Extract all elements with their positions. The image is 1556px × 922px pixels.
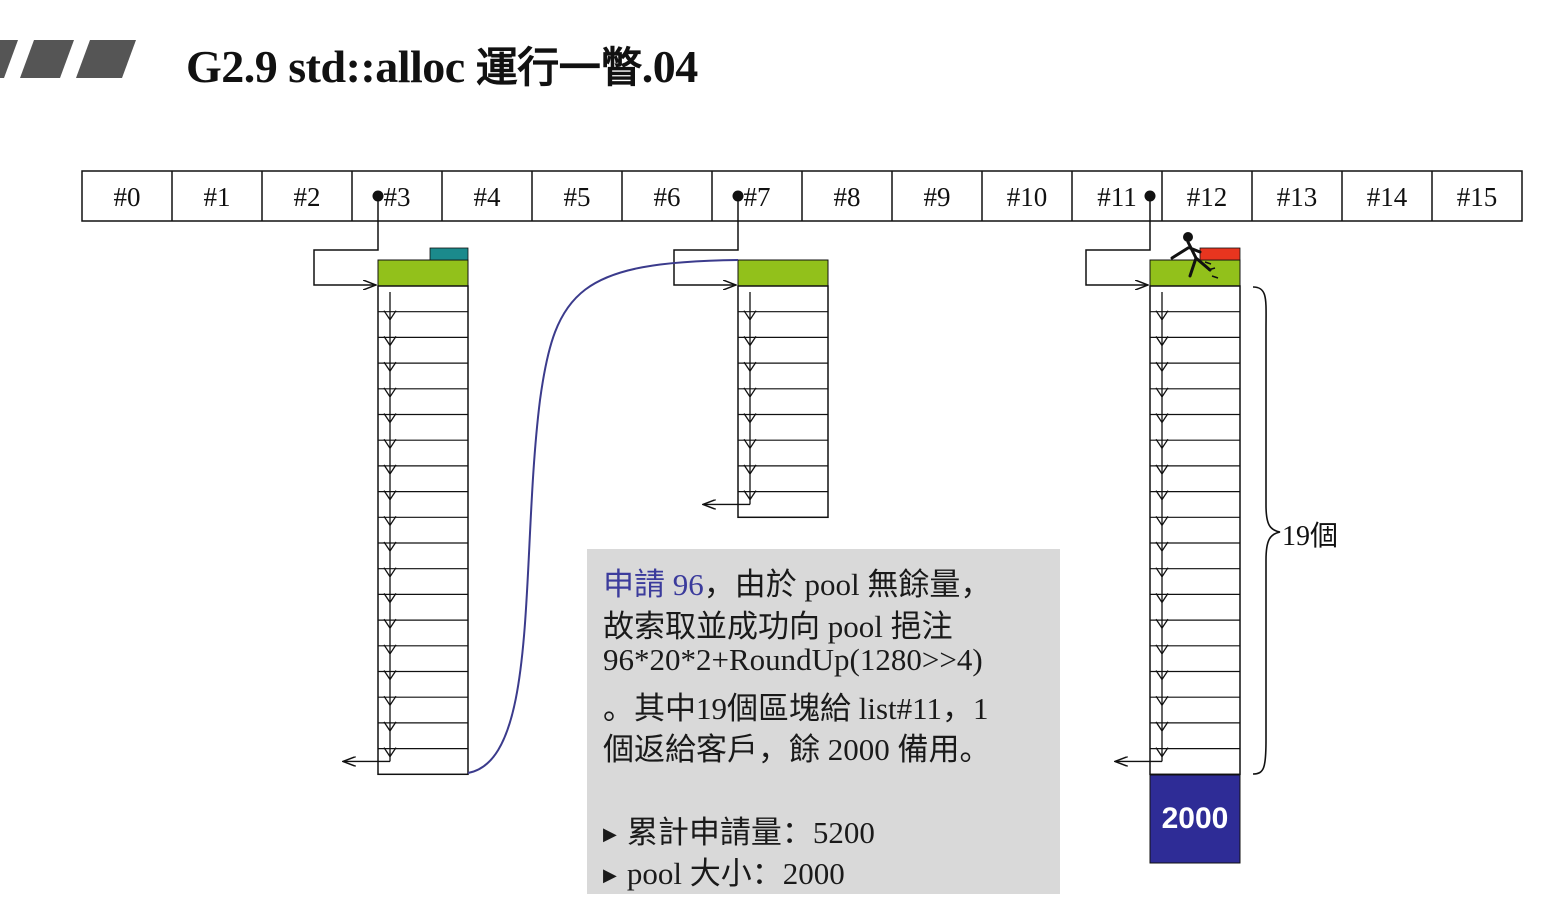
free-list-slot-9: #9 xyxy=(924,182,951,212)
title-cjk: 運行一瞥 xyxy=(475,43,643,92)
free-list-slot-10: #10 xyxy=(1007,182,1048,212)
free-list-slot-0: #0 xyxy=(114,182,141,212)
slot-pointer-link xyxy=(1085,196,1151,285)
chunk-body xyxy=(737,285,829,519)
page-title: G2.9 std::alloc 運行一瞥.04 xyxy=(186,34,698,95)
note-line-3: 96*20*2+RoundUp(1280>>4) xyxy=(603,642,983,677)
chunk-body xyxy=(377,285,469,776)
slot-pointer-link xyxy=(673,196,739,285)
free-list-slot-4: #4 xyxy=(474,182,502,212)
note-line-1-rest: ，由於 pool 無餘量， xyxy=(703,567,992,602)
title-prefix: G2.9 std::alloc xyxy=(186,41,476,92)
chunk-link-curve xyxy=(467,259,739,774)
pool-block-rect xyxy=(1149,774,1241,864)
chunk-head-block xyxy=(737,259,829,287)
free-list-slot-6: #6 xyxy=(654,182,681,212)
red-tag-block xyxy=(1199,247,1241,261)
chunk-head-block xyxy=(377,259,469,287)
free-list-slot-5: #5 xyxy=(564,182,591,212)
slot-pointer-link xyxy=(313,196,379,285)
note-stat-total-requested: ▶ 累計申請量：5200 xyxy=(603,807,875,852)
free-list-slot-14: #14 xyxy=(1367,182,1408,212)
chunk-body xyxy=(1149,285,1241,776)
free-list-slot-3: #3 xyxy=(384,182,411,212)
note-stat-pool-size: ▶ pool 大小：2000 xyxy=(603,848,845,893)
note-line-2: 故索取並成功向 pool 挹注 xyxy=(603,609,953,644)
bullet-triangle-icon: ▶ xyxy=(603,865,617,885)
note-line-1: 申請 96，由於 pool 無餘量， xyxy=(603,559,991,604)
free-list-slot-11: #11 xyxy=(1097,182,1137,212)
free-list-slot-8: #8 xyxy=(834,182,861,212)
free-list-slot-15: #15 xyxy=(1457,182,1498,212)
free-list-slot-12: #12 xyxy=(1187,182,1228,212)
pool-remaining-block: 2000 xyxy=(1161,802,1229,835)
free-list-slot-13: #13 xyxy=(1277,182,1318,212)
brace-count-label: 19個 xyxy=(1282,521,1339,552)
note-line-4: 。其中19個區塊給 list#11，1 xyxy=(603,691,989,726)
explanation-note: 申請 96，由於 pool 無餘量， 故索取並成功向 pool 挹注 96*20… xyxy=(587,549,1060,894)
header-stripes-decoration xyxy=(0,40,136,78)
count-brace xyxy=(1252,286,1281,775)
title-suffix: .04 xyxy=(641,41,699,92)
free-list-slot-7: #7 xyxy=(744,182,771,212)
stat-total-text: 累計申請量：5200 xyxy=(626,815,875,850)
running-person-icon xyxy=(1170,232,1219,279)
teal-tag-block xyxy=(429,247,469,261)
note-line-5: 個返給客戶，餘 2000 備用。 xyxy=(603,732,991,767)
bullet-triangle-icon: ▶ xyxy=(603,824,617,844)
note-request-highlight: 申請 96 xyxy=(603,567,704,602)
free-list-slot-2: #2 xyxy=(294,182,321,212)
free-list-slot-1: #1 xyxy=(204,182,231,212)
stat-pool-text: pool 大小：2000 xyxy=(626,856,845,891)
